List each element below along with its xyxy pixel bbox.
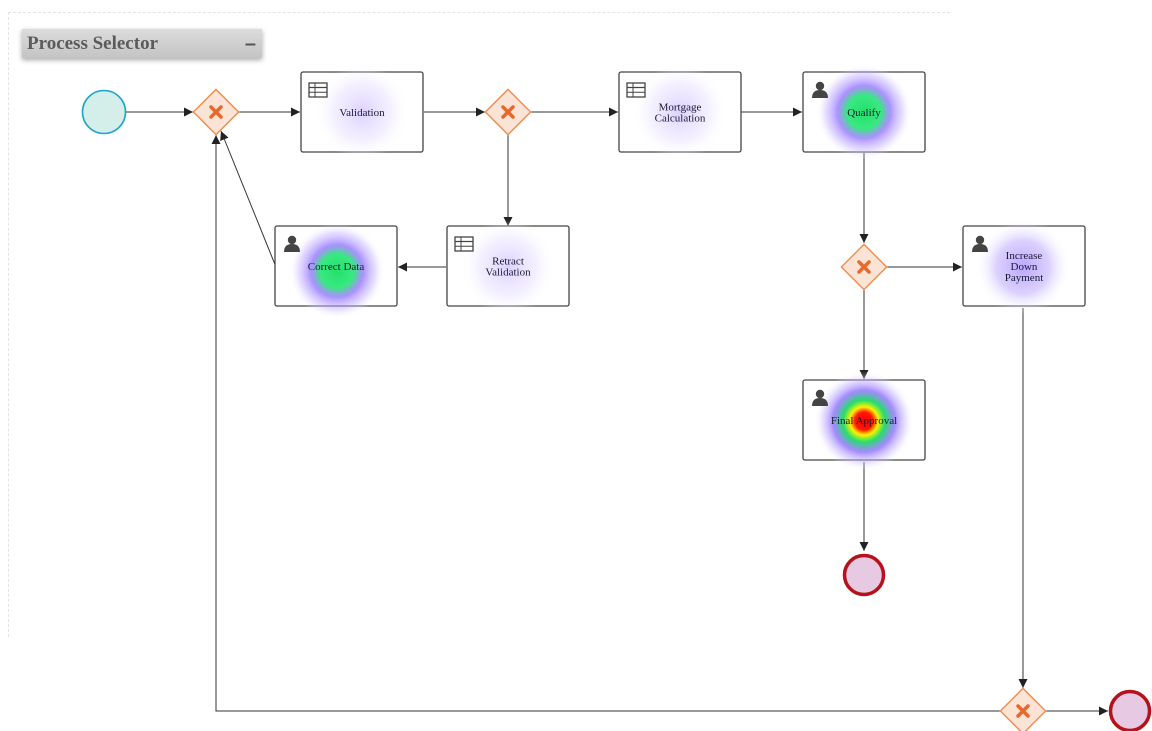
end-event-1[interactable] xyxy=(842,553,886,597)
heatmap-blob xyxy=(314,64,410,160)
task-validation[interactable]: Validation xyxy=(300,64,424,160)
heatmap-blob xyxy=(816,64,912,160)
task-label: Calculation xyxy=(655,113,706,125)
edges xyxy=(126,107,1108,716)
process-selector-title: Process Selector xyxy=(27,32,159,54)
task-label: Down xyxy=(1011,261,1038,273)
exclusive-gateway-icon xyxy=(1016,704,1030,718)
edge-gateway4-to-gateway1[interactable] xyxy=(211,135,1000,712)
task-label: Increase xyxy=(1006,250,1043,262)
task-label: Validation xyxy=(339,107,385,119)
process-selector-panel[interactable]: Process Selector – xyxy=(22,29,262,58)
task-qualify[interactable]: Qualify xyxy=(802,64,926,160)
end-event-2[interactable] xyxy=(1108,689,1152,731)
exclusive-gateway-icon xyxy=(857,260,871,274)
heatmap-blob xyxy=(460,219,556,315)
gateway-2[interactable] xyxy=(484,88,532,136)
diagram-canvas-border xyxy=(8,12,950,637)
gateway-1[interactable] xyxy=(192,88,240,136)
task-label: Mortgage xyxy=(659,102,702,114)
task-label: Qualify xyxy=(847,107,881,119)
gateway-4[interactable] xyxy=(999,687,1047,731)
heatmap-blob xyxy=(632,64,728,160)
heatmap-blob xyxy=(289,223,385,319)
task-label: Retract xyxy=(492,256,524,268)
start-event[interactable] xyxy=(81,89,127,135)
gateway-3[interactable] xyxy=(840,243,888,291)
table-icon xyxy=(454,236,474,252)
edge-correct-to-gateway1[interactable] xyxy=(220,130,277,268)
task-label: Validation xyxy=(485,267,531,279)
collapse-button[interactable]: – xyxy=(244,32,256,55)
table-icon xyxy=(308,82,328,98)
task-label: Final Approval xyxy=(831,415,897,427)
task-label: Correct Data xyxy=(308,261,365,273)
heatmap-blob xyxy=(814,371,914,471)
task-correct-data[interactable]: Correct Data xyxy=(274,223,398,319)
exclusive-gateway-icon xyxy=(209,105,223,119)
task-final-approval[interactable]: Final Approval xyxy=(802,371,926,471)
table-icon xyxy=(626,82,646,98)
exclusive-gateway-icon xyxy=(501,105,515,119)
heatmap-blob xyxy=(975,219,1071,315)
task-label: Payment xyxy=(1005,272,1044,284)
